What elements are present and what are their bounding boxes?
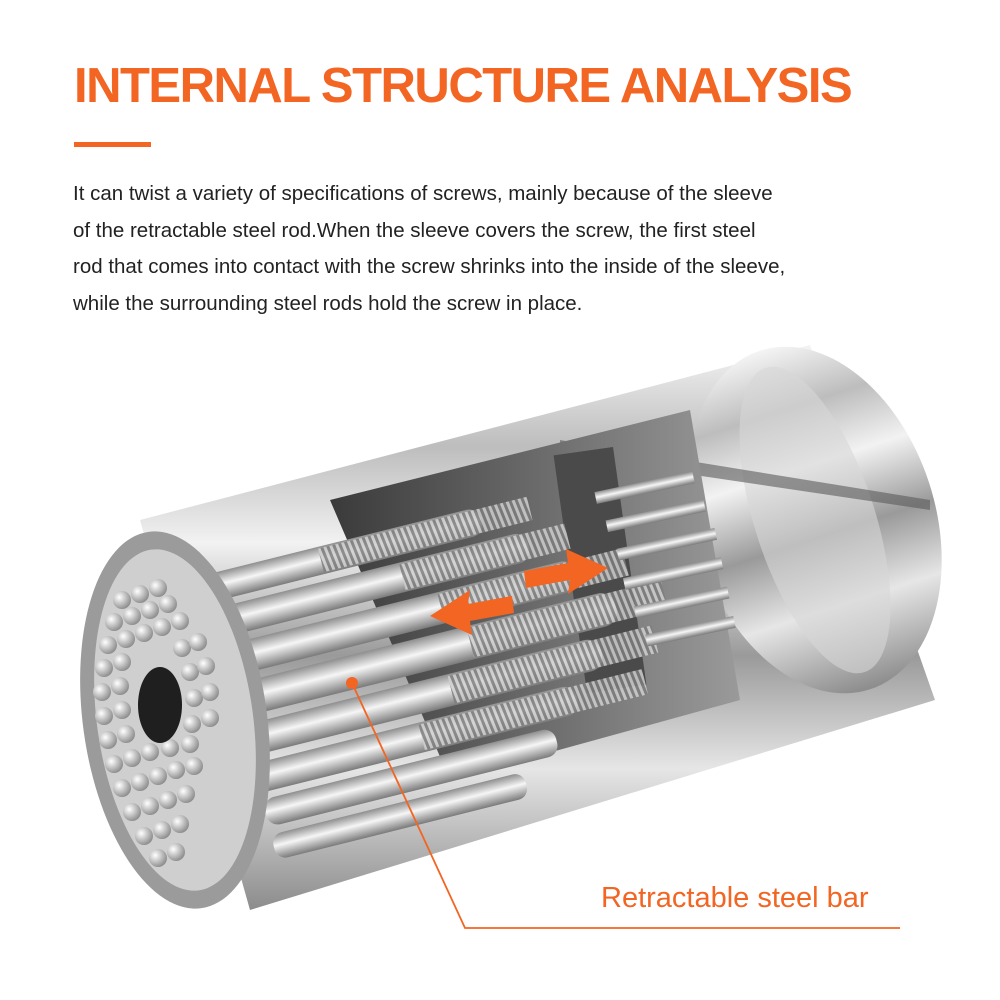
title-underline [74, 142, 151, 147]
description-line-3: rod that comes into contact with the scr… [73, 255, 786, 278]
arrow-right-icon [524, 549, 608, 594]
arrow-left-icon [430, 590, 514, 635]
page-title: INTERNAL STRUCTURE ANALYSIS [74, 59, 853, 113]
socket-front-face [80, 531, 270, 909]
description-line-1: It can twist a variety of specifications… [73, 182, 773, 205]
retraction-arrows [430, 549, 608, 635]
description: It can twist a variety of specifications… [73, 176, 953, 322]
description-line-2: of the retractable steel rod.When the sl… [73, 218, 756, 242]
callout-label: Retractable steel bar [601, 882, 869, 914]
callout-leader [346, 677, 900, 929]
description-line-4: while the surrounding steel rods hold th… [73, 291, 583, 315]
